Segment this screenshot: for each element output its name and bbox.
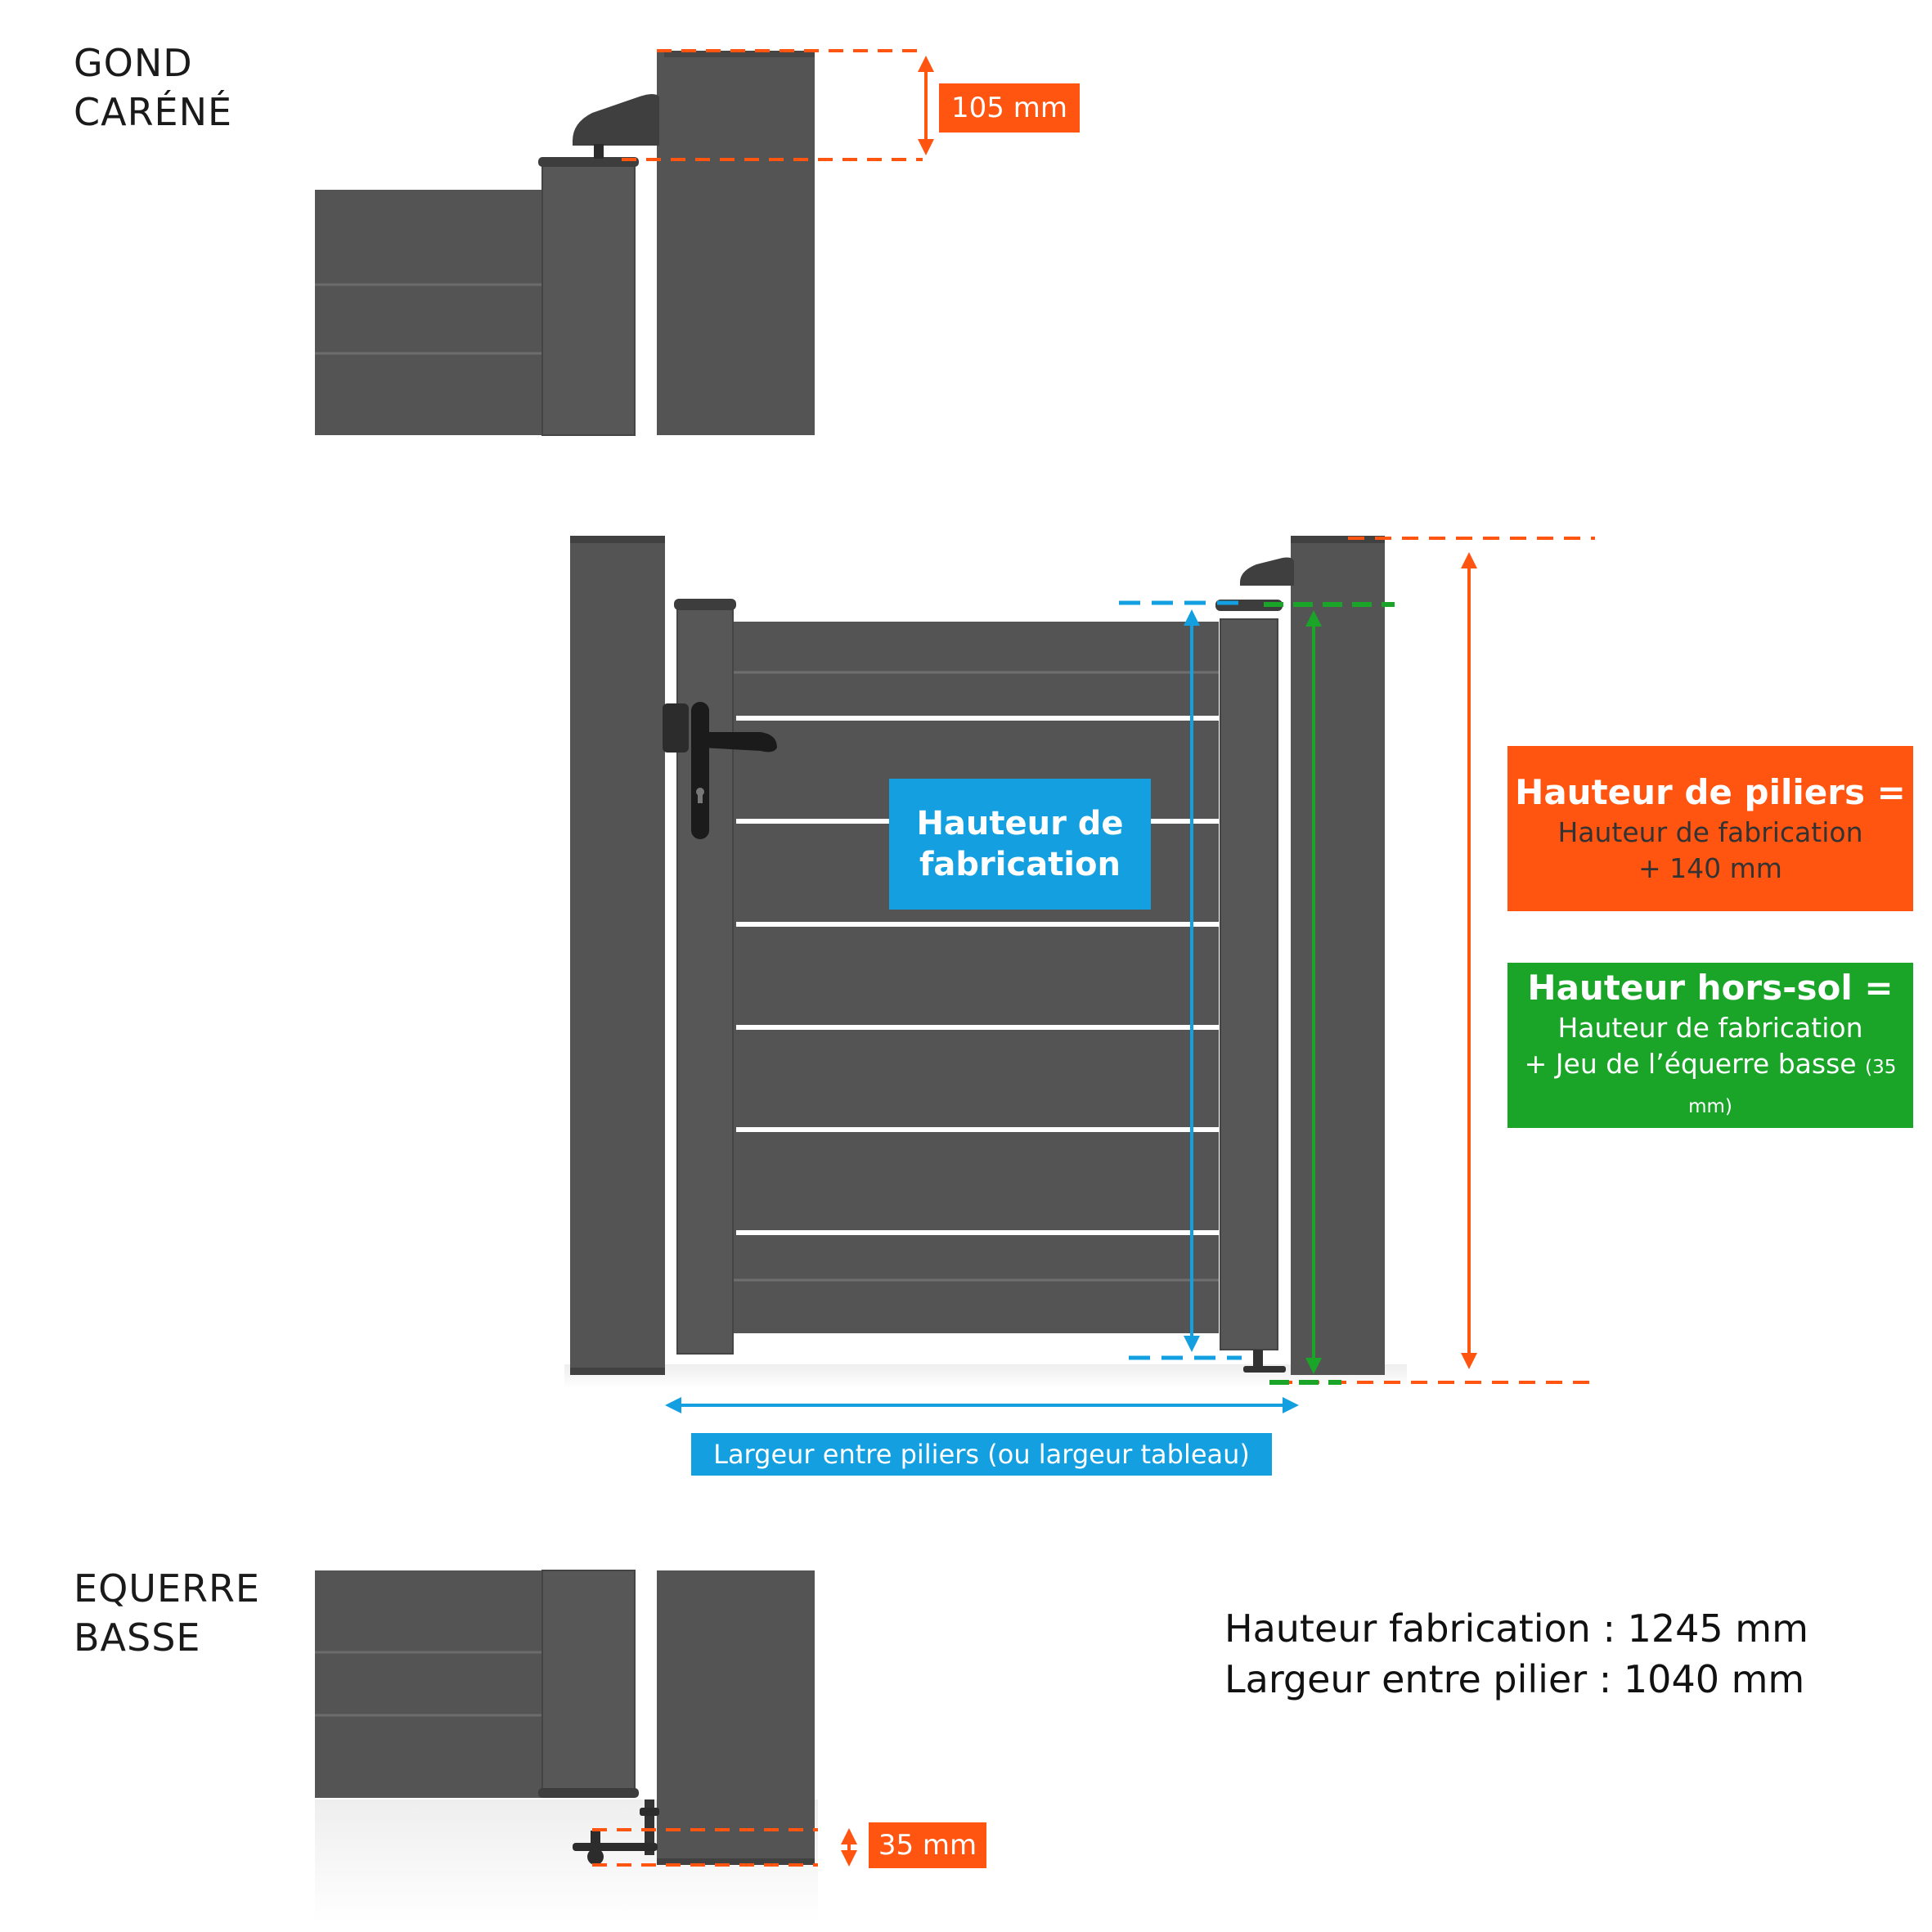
- fabrication-label-line2: fabrication: [919, 846, 1121, 883]
- top-dimension-tag: 105 mm: [939, 83, 1080, 133]
- top-detail-title-line2: CARÉNÉ: [74, 90, 233, 134]
- bracket-icon: [573, 1799, 659, 1865]
- handle-icon: [702, 732, 777, 753]
- hinge-cover-small-icon: [1240, 557, 1294, 586]
- pillar-height-line1: Hauteur de fabrication: [1557, 816, 1863, 848]
- bottom-dimension-tag: 35 mm: [869, 1822, 986, 1868]
- ground-height-box: Hauteur hors-sol = Hauteur de fabricatio…: [1507, 963, 1913, 1128]
- gate-panel: [732, 622, 1219, 1333]
- right-pillar: [1291, 536, 1385, 1375]
- left-pillar: [570, 536, 665, 1375]
- pillar-height-line2: + 140 mm: [1638, 852, 1782, 884]
- bottom-detail-panel: [315, 1570, 542, 1798]
- ground-height-line2-main: + Jeu de l’équerre basse: [1524, 1048, 1857, 1080]
- top-detail-title: GOND CARÉNÉ: [74, 38, 232, 137]
- top-detail-panel: [315, 190, 542, 435]
- lock-plate: [691, 702, 709, 839]
- main-gate: [564, 536, 1595, 1413]
- ground-height-line2: + Jeu de l’équerre basse (35 mm): [1507, 1046, 1913, 1125]
- top-detail-hinge-cover: [315, 49, 934, 436]
- ground-height-heading: Hauteur hors-sol =: [1527, 968, 1894, 1008]
- top-detail-gate-stile: [541, 163, 636, 436]
- ground-height-line2-small: (35 mm): [1688, 1057, 1897, 1117]
- top-detail-title-line1: GOND: [74, 41, 193, 85]
- bottom-detail-title-line1: EQUERRE: [74, 1566, 260, 1611]
- hinge-cover-icon: [573, 94, 659, 146]
- bottom-detail-title: EQUERRE BASSE: [74, 1564, 260, 1662]
- ground-height-line1: Hauteur de fabrication: [1557, 1012, 1863, 1044]
- pillar-height-box: Hauteur de piliers = Hauteur de fabricat…: [1507, 746, 1913, 911]
- summary-fabrication-height: Hauteur fabrication : 1245 mm: [1224, 1606, 1808, 1651]
- bottom-detail-gate-stile: [541, 1570, 636, 1794]
- top-detail-pillar: [657, 51, 815, 435]
- pillar-height-heading: Hauteur de piliers =: [1515, 772, 1906, 812]
- fabrication-label-line1: Hauteur de: [916, 805, 1124, 842]
- fabrication-height-label: Hauteur de fabrication: [889, 779, 1151, 910]
- width-between-pillars-label: Largeur entre piliers (ou largeur tablea…: [691, 1433, 1272, 1476]
- summary-width: Largeur entre pilier : 1040 mm: [1224, 1657, 1805, 1701]
- summary-block: Hauteur fabrication : 1245 mm Largeur en…: [1224, 1603, 1808, 1705]
- hinge-stile: [1220, 618, 1278, 1350]
- bottom-detail-bracket: [315, 1570, 857, 1922]
- bottom-detail-pillar: [657, 1570, 815, 1865]
- bottom-detail-title-line2: BASSE: [74, 1615, 201, 1660]
- bottom-bracket-small: [1253, 1350, 1263, 1369]
